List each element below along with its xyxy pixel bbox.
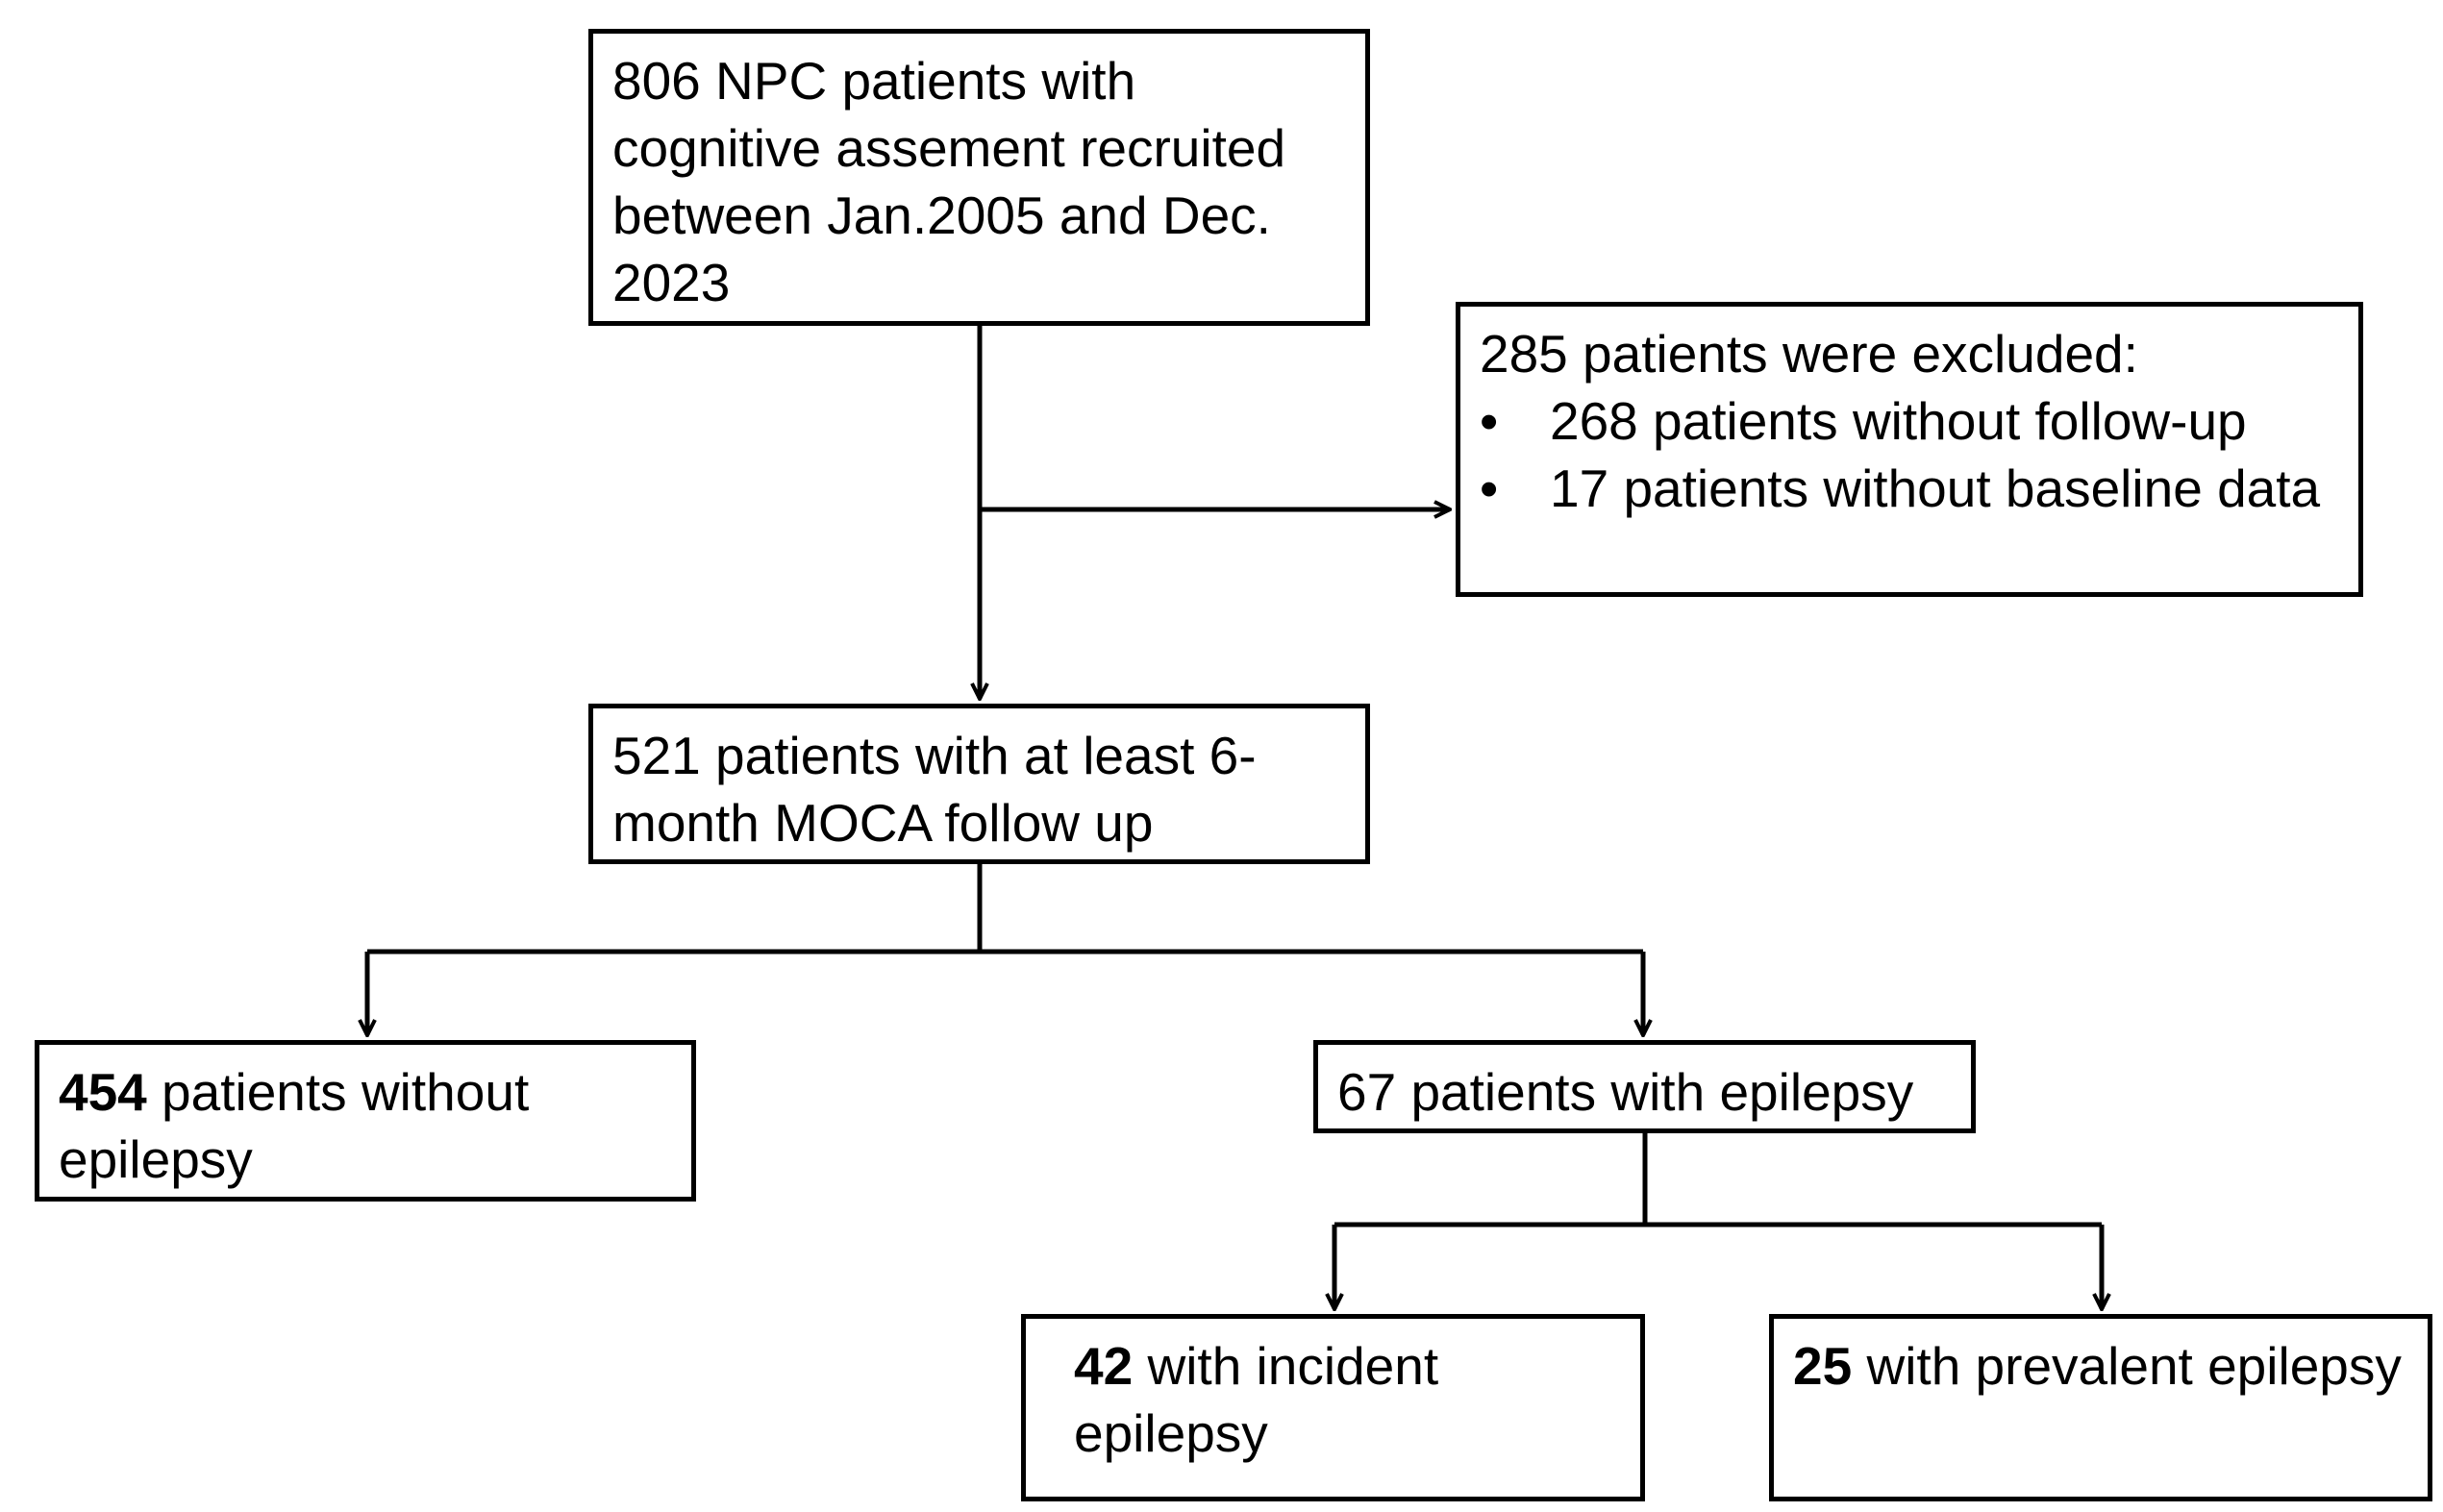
excluded-title: 285 patients were excluded:	[1480, 324, 2138, 384]
followup-text: 521 patients with at least 6-month MOCA …	[612, 726, 1257, 853]
without-epilepsy-count: 454	[59, 1062, 147, 1122]
excluded-list: • 268 patients without follow-up • 17 pa…	[1480, 387, 2339, 522]
with-epilepsy-box: 67 patients with epilepsy	[1313, 1040, 1976, 1133]
incident-epilepsy-box: 42 with incident epilepsy	[1021, 1314, 1645, 1501]
excluded-item: • 17 patients without baseline data	[1480, 455, 2339, 522]
prevalent-epilepsy-box: 25 with prevalent epilepsy	[1769, 1314, 2432, 1501]
without-epilepsy-text: patients without epilepsy	[59, 1062, 530, 1189]
with-epilepsy-text: 67 patients with epilepsy	[1337, 1062, 1914, 1122]
connector-followup-split	[367, 864, 983, 954]
bullet-icon: •	[1480, 391, 1499, 451]
bullet-icon: •	[1480, 459, 1499, 518]
recruited-box: 806 NPC patients with cognitive assement…	[588, 29, 1370, 326]
recruited-text: 806 NPC patients with cognitive assement…	[612, 51, 1286, 312]
prevalent-text: with prevalent epilepsy	[1852, 1336, 2402, 1396]
prevalent-count: 25	[1793, 1336, 1853, 1396]
excluded-box: 285 patients were excluded: • 268 patien…	[1456, 302, 2363, 597]
followup-box: 521 patients with at least 6-month MOCA …	[588, 704, 1370, 864]
excluded-item-text: 268 patients without follow-up	[1550, 391, 2247, 451]
excluded-item-text: 17 patients without baseline data	[1550, 459, 2321, 518]
without-epilepsy-box: 454 patients without epilepsy	[35, 1040, 696, 1202]
excluded-item: • 268 patients without follow-up	[1480, 387, 2339, 455]
incident-count: 42	[1074, 1336, 1134, 1396]
incident-text: with incident epilepsy	[1074, 1336, 1439, 1463]
